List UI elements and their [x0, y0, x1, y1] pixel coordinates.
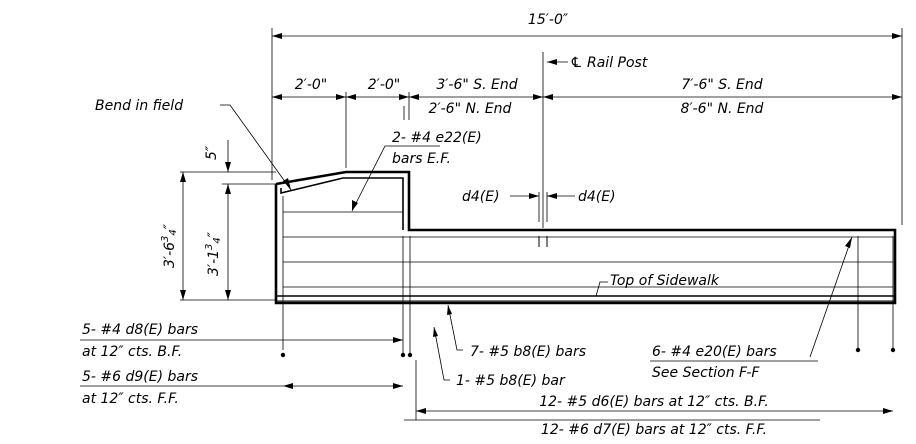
- bar-end-dot-2: [400, 352, 406, 358]
- label-e20-a: 6- #4 e20(E) bars: [652, 344, 777, 360]
- dim-d3b: 2′-6" N. End: [429, 101, 512, 117]
- concrete-outline: [274, 170, 897, 305]
- dim-d1: 2′-0": [295, 77, 327, 93]
- label-d8-a: 5- #4 d8(E) bars: [82, 322, 198, 338]
- bar-end-dot-3: [407, 352, 413, 358]
- bar-end-dot-5: [890, 347, 896, 353]
- dim-h-total: 3′-634″: [160, 223, 179, 268]
- dim-h-inner: 3′-134″: [204, 231, 223, 276]
- label-d7: 12- #6 d7(E) bars at 12″ cts. F.F.: [541, 422, 767, 438]
- dim-d2: 2′-0": [368, 77, 400, 93]
- label-d8-b: at 12″ cts. B.F.: [82, 344, 182, 360]
- dim-overall: 15′-0″: [528, 12, 569, 28]
- label-sidewalk: Top of Sidewalk: [610, 273, 720, 289]
- label-b8-1: 1- #5 b8(E) bar: [456, 373, 566, 389]
- dim-h-top: 5″: [204, 145, 220, 160]
- label-e22-b: bars E.F.: [392, 151, 451, 167]
- bar-end-dot-1: [280, 352, 286, 358]
- label-d9-b: at 12″ cts. F.F.: [82, 391, 179, 407]
- dim-d4b: 8′-6" N. End: [681, 101, 764, 117]
- label-d4-left: d4(E): [462, 189, 500, 205]
- outline-inner: [280, 177, 404, 230]
- label-b8-7: 7- #5 b8(E) bars: [470, 344, 586, 360]
- label-e20-b: See Section F-F: [652, 365, 760, 381]
- dim-d3: 3′-6" S. End: [436, 77, 517, 93]
- label-d4-right: d4(E): [578, 189, 616, 205]
- bar-end-dot-4: [855, 347, 861, 353]
- label-e22-a: 2- #4 e22(E): [392, 130, 482, 146]
- leader-lines: [220, 104, 853, 381]
- label-d9-a: 5- #6 d9(E) bars: [82, 369, 198, 385]
- dim-d4: 7′-6" S. End: [681, 77, 762, 93]
- label-rail-post: ℄ Rail Post: [570, 55, 648, 71]
- dimension-lines: [80, 28, 903, 421]
- rebar-group: [280, 196, 896, 358]
- label-bend: Bend in field: [95, 98, 183, 114]
- label-d6: 12- #5 d6(E) bars at 12″ cts. B.F.: [539, 394, 769, 410]
- outline-top: [274, 170, 897, 305]
